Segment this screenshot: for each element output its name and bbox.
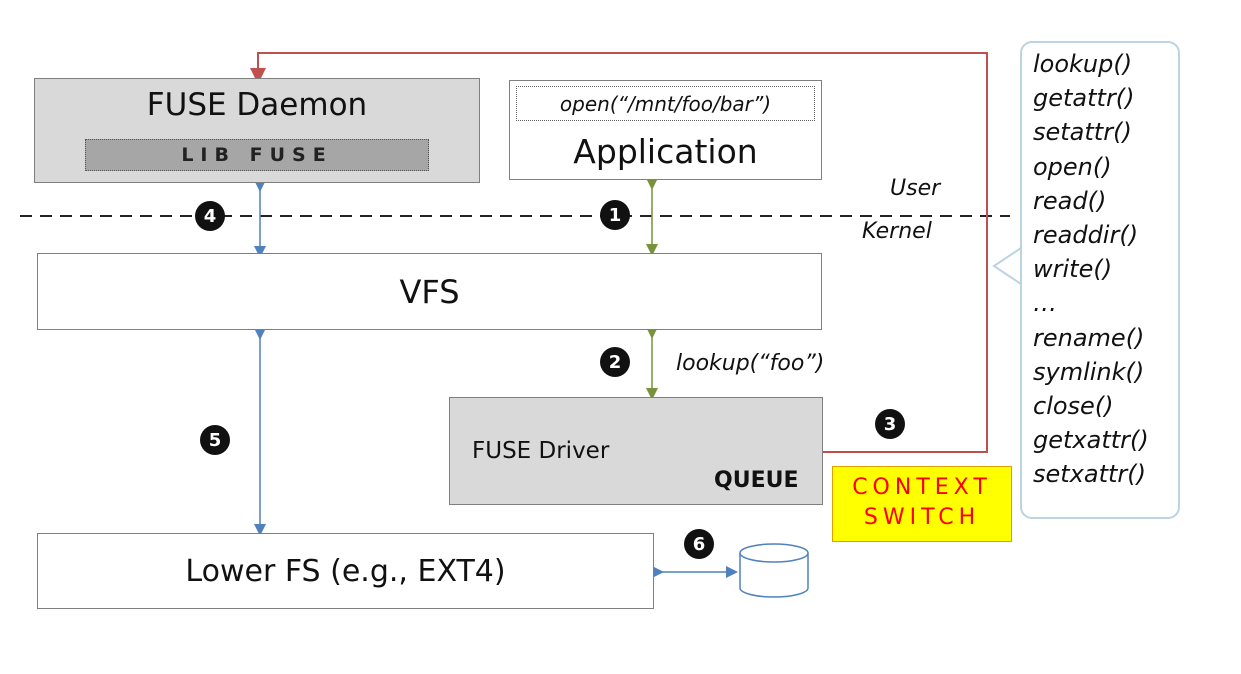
context-switch-line2: SWITCH bbox=[863, 505, 981, 530]
op-item: read() bbox=[1033, 186, 1107, 215]
operations-callout: lookup() getattr() setattr() open() read… bbox=[1020, 41, 1180, 519]
application-box: open(“/mnt/foo/bar”) Application bbox=[509, 80, 822, 180]
lower-fs-title: Lower FS (e.g., EXT4) bbox=[185, 553, 506, 589]
op-item: lookup() bbox=[1033, 50, 1133, 78]
op-item: write() bbox=[1033, 255, 1113, 284]
user-label: User bbox=[890, 176, 941, 201]
context-switch-path bbox=[250, 52, 988, 453]
vfs-title: VFS bbox=[399, 272, 460, 311]
op-item: getattr() bbox=[1033, 84, 1135, 113]
op-item: readdir() bbox=[1033, 221, 1139, 250]
callout-pointer bbox=[992, 247, 1022, 285]
libfuse-box: LIB FUSE bbox=[85, 139, 429, 171]
kernel-label: Kernel bbox=[862, 219, 932, 244]
op-item: symlink() bbox=[1033, 357, 1145, 386]
disk-icon bbox=[739, 543, 809, 598]
context-switch-box: CONTEXT SWITCH bbox=[832, 466, 1012, 542]
fuse-driver-box: FUSE Driver QUEUE bbox=[449, 397, 823, 505]
open-call-label: open(“/mnt/foo/bar”) bbox=[516, 86, 815, 121]
lower-fs-box: Lower FS (e.g., EXT4) bbox=[37, 533, 654, 609]
step-5-badge: 5 bbox=[200, 425, 230, 455]
step-4-badge: 4 bbox=[195, 201, 225, 231]
application-title: Application bbox=[573, 132, 758, 171]
step-1-badge: 1 bbox=[600, 200, 630, 230]
op-item: close() bbox=[1033, 392, 1114, 421]
op-item: setxattr() bbox=[1033, 460, 1147, 489]
queue-label: QUEUE bbox=[714, 468, 799, 493]
fuse-daemon-box: FUSE Daemon LIB FUSE bbox=[34, 78, 480, 183]
op-item: rename() bbox=[1033, 323, 1145, 352]
op-item: getxattr() bbox=[1033, 426, 1149, 455]
step-3-badge: 3 bbox=[875, 409, 905, 439]
fuse-driver-title: FUSE Driver bbox=[472, 438, 610, 464]
context-switch-line1: CONTEXT bbox=[852, 475, 992, 500]
op-item: open() bbox=[1033, 152, 1112, 181]
step-6-badge: 6 bbox=[684, 529, 714, 559]
op-item: … bbox=[1033, 289, 1057, 318]
op-item: setattr() bbox=[1033, 118, 1132, 147]
vfs-box: VFS bbox=[37, 253, 822, 330]
step-2-badge: 2 bbox=[600, 347, 630, 377]
fuse-daemon-title: FUSE Daemon bbox=[146, 87, 368, 123]
lookup-label: lookup(“foo”) bbox=[676, 351, 825, 376]
